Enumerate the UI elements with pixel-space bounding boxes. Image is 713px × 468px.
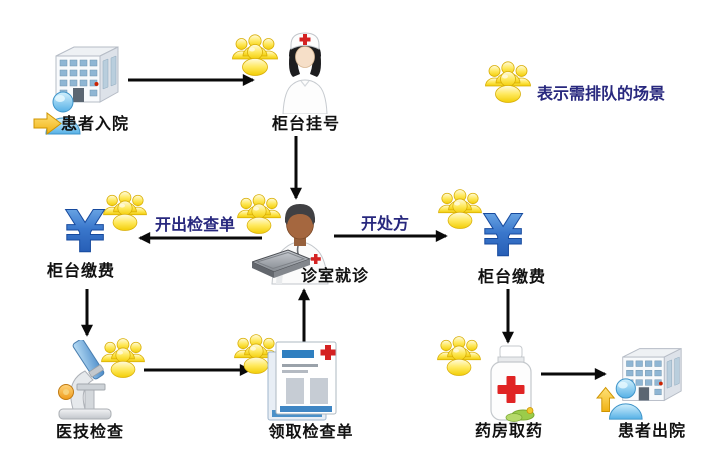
node-label-registration: 柜台挂号 xyxy=(271,114,341,133)
node-label-report: 领取检查单 xyxy=(268,422,354,441)
node-label-pharmacy: 药房取药 xyxy=(474,421,544,440)
microscope-icon xyxy=(49,340,121,422)
report-documents-icon xyxy=(264,340,340,424)
nurse-icon xyxy=(277,30,333,114)
edge-label-prescribe: 开处方 xyxy=(360,214,410,233)
node-label-discharge: 患者出院 xyxy=(617,421,687,440)
node-label-exam: 医技检查 xyxy=(55,422,125,441)
edge-label-issue-exam-form: 开出检查单 xyxy=(154,215,236,234)
legend-label: 表示需排队的场景 xyxy=(537,84,666,103)
node-label-payment-right: 柜台缴费 xyxy=(477,267,547,286)
legend-queue-icon xyxy=(484,59,532,103)
node-label-payment-left: 柜台缴费 xyxy=(46,261,116,280)
node-label-consultation: 诊室就诊 xyxy=(300,266,370,285)
queue-icon xyxy=(231,32,279,76)
yen-cashier-icon xyxy=(59,200,109,262)
medicine-bottle-icon xyxy=(481,345,541,423)
yen-cashier-icon xyxy=(477,204,527,266)
node-label-admission: 患者入院 xyxy=(60,114,130,133)
queue-icon xyxy=(436,334,482,376)
